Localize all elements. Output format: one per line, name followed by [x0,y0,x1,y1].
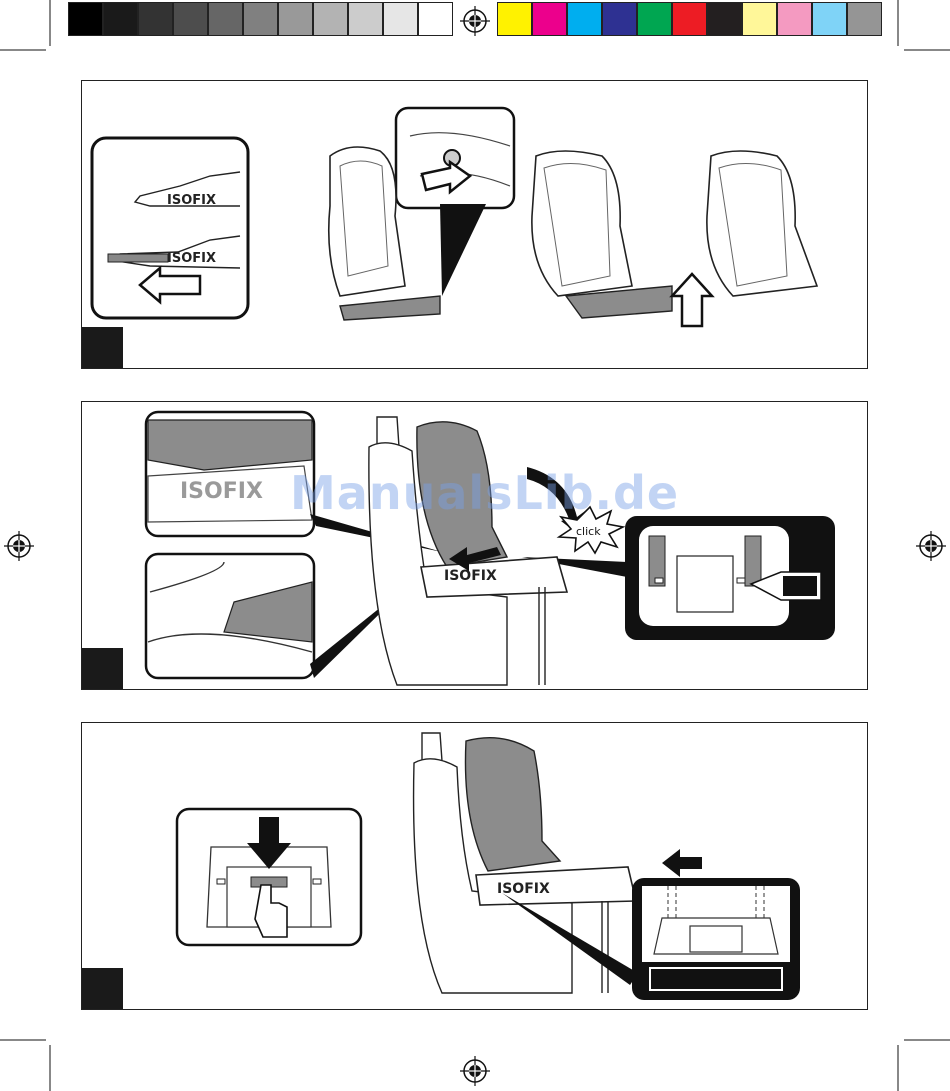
isofix-connector-detail [90,136,250,320]
step-panel-3: ISOFIX [81,722,868,1010]
isofix-label-text: ISOFIX [444,565,534,585]
click-label: click [576,525,601,538]
isofix-logo: ISOFIX [167,251,216,266]
step-panel-2: ISOFIX ISOFIX click [81,401,868,690]
isofix-logo: ISOFIX [167,193,216,208]
car-seat-with-release-detail [310,106,520,326]
isofix-indicator-detail [632,878,800,1000]
step-panel-1: ISOFIX ISOFIX [81,80,868,369]
isofix-indicator-detail [625,516,835,640]
isofix-label-text: ISOFIX [167,189,247,209]
watermark-text: ManualsLib.de [290,466,670,520]
step-number-box [82,327,123,368]
car-seat-lift-step [522,146,702,331]
isofix-label-text: ISOFIX [167,247,247,267]
car-seat-detached [697,146,867,306]
isofix-logo: ISOFIX [444,568,497,584]
